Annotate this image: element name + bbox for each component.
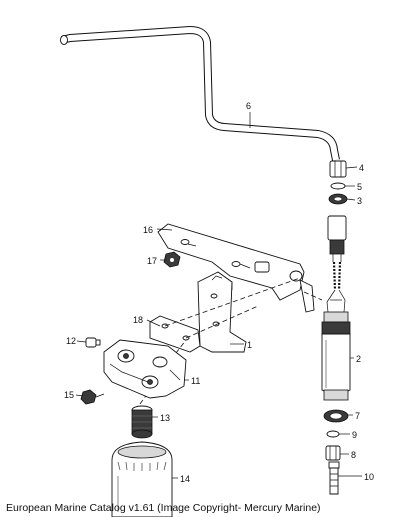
callout-label-13: 13 bbox=[160, 413, 170, 423]
callout-7: 7 bbox=[348, 411, 360, 421]
o-ring-part bbox=[330, 182, 346, 190]
callout-3: 3 bbox=[346, 196, 362, 206]
grommet-part bbox=[328, 193, 348, 205]
callout-label-9: 9 bbox=[352, 430, 357, 440]
fitting-nut-part bbox=[329, 160, 347, 178]
callout-label-6: 6 bbox=[246, 101, 251, 111]
support-plate-part bbox=[197, 271, 247, 353]
callout-8: 8 bbox=[340, 450, 356, 460]
callout-label-5: 5 bbox=[357, 182, 362, 192]
image-caption: European Marine Catalog v1.61 (Image Cop… bbox=[6, 502, 321, 514]
bracket-nut-part bbox=[163, 251, 181, 268]
small-o-ring-part bbox=[326, 430, 340, 438]
callout-label-3: 3 bbox=[357, 196, 362, 206]
filter-base-part bbox=[103, 339, 187, 399]
callout-label-15: 15 bbox=[64, 390, 74, 400]
callout-label-16: 16 bbox=[143, 225, 153, 235]
callout-label-17: 17 bbox=[147, 256, 157, 266]
callout-15: 15 bbox=[64, 390, 84, 400]
callout-label-8: 8 bbox=[351, 450, 356, 460]
callout-6: 6 bbox=[246, 101, 251, 128]
callout-13: 13 bbox=[152, 413, 170, 423]
callout-label-2: 2 bbox=[356, 354, 361, 364]
filter-screw-part bbox=[80, 389, 105, 405]
callout-5: 5 bbox=[345, 182, 362, 192]
pump-bracket-part bbox=[157, 223, 323, 313]
fuel-filter-part bbox=[111, 441, 173, 517]
callout-label-14: 14 bbox=[180, 474, 190, 484]
callout-label-11: 11 bbox=[191, 376, 200, 386]
callout-10: 10 bbox=[338, 472, 374, 482]
callout-12: 12 bbox=[66, 336, 87, 346]
callout-9: 9 bbox=[339, 430, 357, 440]
fuel-hose-part bbox=[60, 26, 340, 161]
callout-label-1: 1 bbox=[247, 340, 252, 350]
pump-fitting-part bbox=[325, 445, 341, 461]
pump-gasket-part bbox=[323, 409, 349, 423]
callout-label-10: 10 bbox=[364, 472, 374, 482]
callout-16: 16 bbox=[143, 225, 173, 235]
drain-plug-part bbox=[85, 337, 101, 348]
callout-label-12: 12 bbox=[66, 336, 76, 346]
pump-connector bbox=[326, 215, 347, 313]
fuel-pump-part bbox=[321, 311, 351, 401]
callout-11: 11 bbox=[184, 376, 200, 386]
callout-label-7: 7 bbox=[355, 411, 360, 421]
callout-18: 18 bbox=[133, 315, 161, 327]
callout-label-4: 4 bbox=[359, 163, 364, 173]
callout-17: 17 bbox=[147, 256, 166, 266]
callout-4: 4 bbox=[345, 163, 364, 173]
callout-label-18: 18 bbox=[133, 315, 143, 325]
callout-14: 14 bbox=[172, 474, 190, 484]
callout-1: 1 bbox=[230, 340, 252, 350]
filter-nipple-part bbox=[131, 405, 153, 439]
callout-2: 2 bbox=[350, 354, 361, 364]
hose-barb-part bbox=[328, 461, 340, 495]
